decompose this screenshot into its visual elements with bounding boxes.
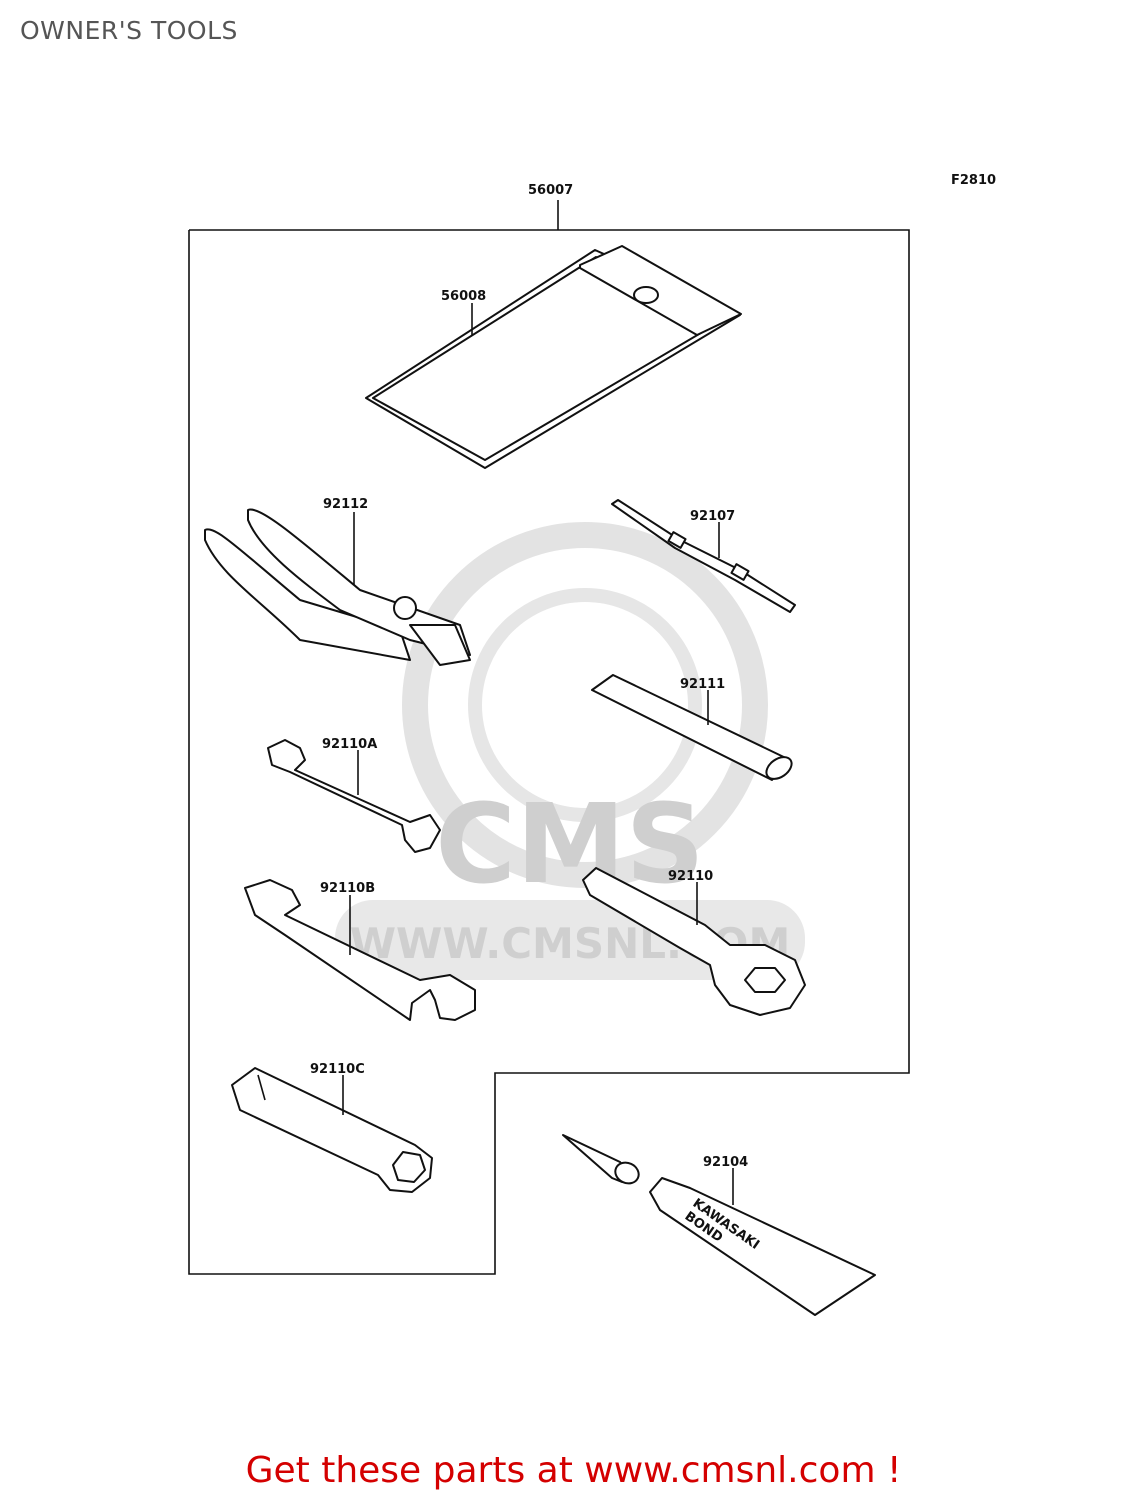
pliers: 92112: [204, 497, 471, 666]
kit-outline: 56007: [188, 183, 910, 1275]
footer-link[interactable]: Get these parts at www.cmsnl.com !: [245, 1450, 902, 1491]
watermark-logo: CMS: [435, 780, 704, 908]
figure-code: F2810: [951, 173, 996, 188]
wrench-b: 92110B: [244, 879, 476, 1021]
part-number-92104: 92104: [703, 1155, 748, 1170]
page-title: OWNER'S TOOLS: [20, 16, 238, 45]
box-wrench: 92110: [582, 867, 806, 1016]
screwdriver: 92107: [611, 499, 796, 613]
bond-tube: 92104 KAWASAKI BOND: [562, 1134, 876, 1316]
part-number-92110A: 92110A: [322, 737, 377, 752]
part-number-92110B: 92110B: [320, 881, 375, 896]
wrench-a: 92110A: [267, 737, 441, 853]
part-number-92110C: 92110C: [310, 1062, 365, 1077]
part-number-92110: 92110: [668, 869, 713, 884]
tool-case: 56008: [365, 245, 742, 469]
part-number-92111: 92111: [680, 677, 725, 692]
handle-bar: 92111: [591, 674, 793, 781]
part-number-56007: 56007: [528, 183, 573, 198]
socket-wrench: 92110C: [231, 1062, 433, 1193]
part-number-92107: 92107: [690, 509, 735, 524]
part-number-56008: 56008: [441, 289, 486, 304]
part-number-92112: 92112: [323, 497, 368, 512]
